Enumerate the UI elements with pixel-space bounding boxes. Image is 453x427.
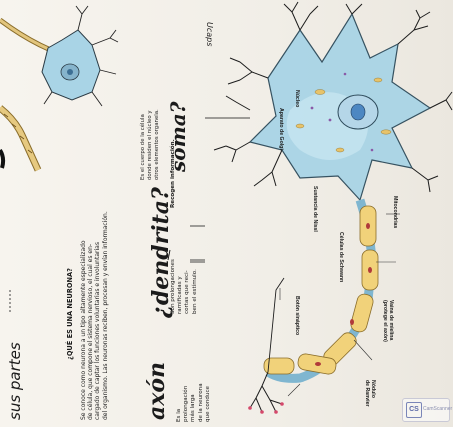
label-sustancia-nissl: Sustancia de Nissl [312, 186, 318, 232]
label-boton-sinaptico: Botón sináptico [294, 296, 300, 335]
dendrita-line: ramificadas y [177, 259, 184, 314]
intro-line: de célula, que compone el sistema nervio… [87, 211, 94, 420]
dendrita-line: cortas que reci- [184, 259, 191, 314]
small-neuron-drawing [0, 6, 118, 170]
axon-line: de la neurona [198, 383, 205, 422]
dendrita-definition: Son prolongaciones ramificadas y cortas … [170, 259, 199, 314]
intro-question: ¿QUÉ ES UNA NEURONA? [66, 268, 74, 360]
axon-line: que conduce [205, 383, 212, 422]
intro-line: Se conoce como neurona a un tipo altamen… [80, 211, 87, 420]
dendrita-line: ben el estímulo. [192, 259, 199, 314]
intro-paragraph: Se conoce como neurona a un tipo altamen… [80, 211, 109, 420]
axon-definition: Es la prolongación más larga de la neuro… [176, 383, 212, 422]
dendrita-line: Son prolongaciones [170, 259, 177, 314]
soma-definition: Es el cuerpo de la célula donde residen … [140, 109, 162, 180]
corner-word: Ucaps [205, 22, 214, 46]
neuron-soma-drawing [205, 2, 452, 200]
soma-line: otros elementos organela. [154, 109, 161, 180]
axon-title: axón [144, 362, 170, 420]
vaina-label-main: Vaina de mielina [388, 300, 394, 342]
soma-title: soma? [166, 102, 190, 172]
label-nucleo: Núcleo [294, 90, 300, 107]
label-vaina-mielina: Vaina de mielina (protege el axón) [382, 300, 394, 342]
label-mitocondrias: Mitocondrias [392, 196, 398, 228]
label-nodulo-ranvier: Nódulo de Ranvier [364, 380, 376, 407]
page-heading: sus partes [6, 342, 24, 420]
intro-line: del organismo. Las neuronas reciben, pro… [102, 211, 109, 420]
nodulo-label-main: Nódulo [370, 380, 376, 407]
soma-line: donde residen el núcleo y [147, 109, 154, 180]
intro-line: cargado de captar los funciones voluntar… [94, 211, 101, 420]
vaina-label-sub: (protege el axón) [382, 300, 388, 342]
axon-line: más larga [190, 383, 197, 422]
label-aparato-golgi: Aparato de Golgi [278, 108, 284, 150]
camscanner-text: CamScanner [423, 406, 452, 412]
camscanner-watermark: CS CamScanner [402, 398, 450, 422]
camscanner-logo-icon: CS [406, 402, 422, 418]
nodulo-label-sub: de Ranvier [364, 380, 370, 407]
axon-drawing [248, 200, 400, 414]
label-celulas-schwann: Células de Schwann [338, 232, 344, 282]
